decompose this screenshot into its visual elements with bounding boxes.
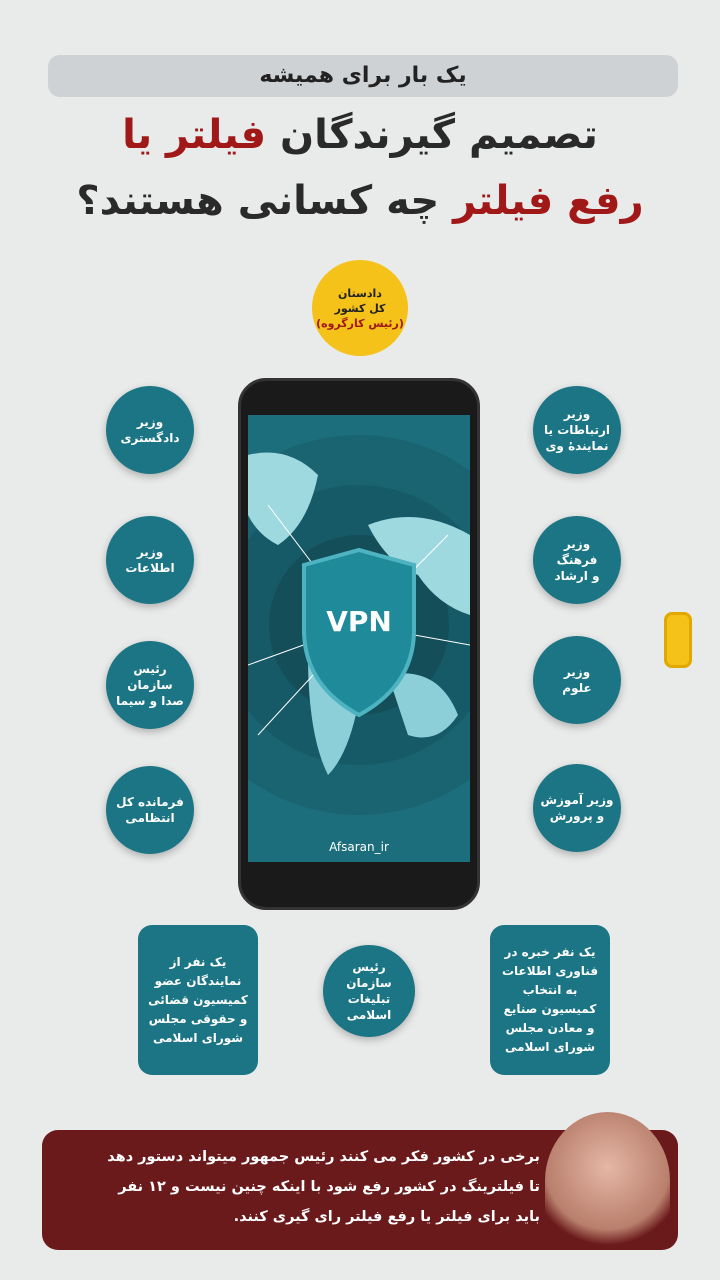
head-node-line: دادستان: [338, 286, 382, 300]
node-science-minister: وزیر علوم: [533, 636, 621, 724]
kicker-bar: یک بار برای همیشه: [48, 55, 678, 97]
head-node-line: کل کشور: [334, 301, 386, 315]
title-red: فیلتر یا: [122, 112, 267, 158]
vpn-shield-label: VPN: [326, 605, 392, 638]
title-dark: تصمیم گیرندگان: [280, 112, 598, 158]
title-line-2: رفع فیلتر چه کسانی هستند؟: [0, 178, 720, 224]
node-it-expert: یک نفر خبره در فناوری اطلاعات به انتخاب …: [490, 925, 610, 1075]
head-node-line: (رئیس کارگروه): [316, 316, 404, 330]
node-education-minister: وزیر آموزش و پرورش: [533, 764, 621, 852]
title-dark: چه کسانی هستند؟: [76, 178, 440, 224]
node-intelligence-minister: وزیر اطلاعات: [106, 516, 194, 604]
title-red: رفع فیلتر: [453, 178, 644, 224]
watermark: Afsaran_ir: [329, 840, 389, 854]
portrait-image: [545, 1112, 670, 1250]
phone-screen: VPN Afsaran_ir: [248, 415, 470, 862]
node-police-commander: فرمانده کل انتظامی: [106, 766, 194, 854]
node-justice-minister: وزیر دادگستری: [106, 386, 194, 474]
node-culture-minister: وزیر فرهنگ و ارشاد: [533, 516, 621, 604]
title-line-1: تصمیم گیرندگان فیلتر یا: [0, 112, 720, 158]
lantern-icon: [664, 612, 692, 668]
quote-text: برخی در کشور فکر می کنند رئیس جمهور میتو…: [107, 1149, 540, 1225]
node-islamic-propagation-head: رئیس سازمان تبلیغات اسلامی: [323, 945, 415, 1037]
node-irib-head: رئیس سازمان صدا و سیما: [106, 641, 194, 729]
node-ict-minister: وزیر ارتباطات یا نمایندهٔ وی: [533, 386, 621, 474]
node-judicial-commission-member: یک نفر از نمایندگان عضو کمیسیون قضائی و …: [138, 925, 258, 1075]
head-node: دادستان کل کشور (رئیس کارگروه): [312, 260, 408, 356]
world-map-graphic: [248, 435, 470, 815]
